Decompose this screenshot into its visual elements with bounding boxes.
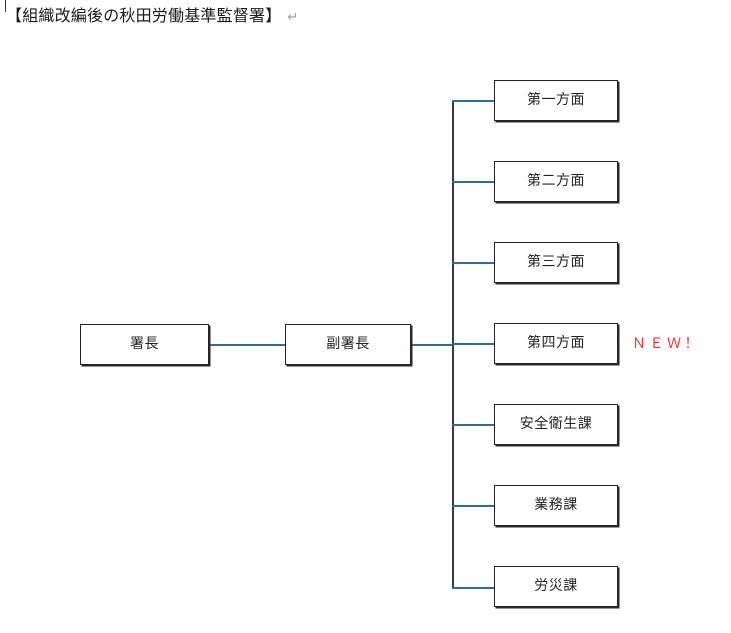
branch-line-1 (452, 100, 494, 102)
node-label: 第四方面 (527, 335, 585, 351)
node-deputy-chief[interactable]: 副署長 (285, 324, 411, 365)
connector-chief-to-deputy (209, 344, 285, 346)
new-badge: ＮＥＷ！ (632, 335, 702, 351)
page-title-text: 【組織改編後の秋田労働基準監督署】 (6, 8, 282, 25)
connector-deputy-to-trunk (411, 344, 454, 346)
node-division-2[interactable]: 第二方面 (494, 161, 618, 202)
node-label: 第二方面 (527, 173, 585, 189)
node-label: 署長 (130, 336, 159, 352)
node-division-3[interactable]: 第三方面 (494, 242, 618, 283)
node-label: 安全衛生課 (519, 416, 593, 432)
node-chief[interactable]: 署長 (80, 324, 209, 365)
branch-line-7 (452, 587, 494, 589)
node-label: 副署長 (326, 336, 370, 352)
text-caret (5, 0, 6, 12)
branch-line-3 (452, 262, 494, 264)
node-division-6[interactable]: 業務課 (494, 485, 618, 526)
page-title: 【組織改編後の秋田労働基準監督署】 ↵ (6, 7, 298, 28)
paragraph-mark-icon: ↵ (287, 10, 299, 25)
branch-line-5 (452, 424, 494, 426)
node-division-7[interactable]: 労災課 (494, 566, 618, 607)
node-division-4[interactable]: 第四方面 (494, 323, 618, 364)
branch-line-2 (452, 181, 494, 183)
node-label: 業務課 (534, 497, 578, 513)
node-division-5[interactable]: 安全衛生課 (494, 404, 618, 445)
node-label: 第一方面 (527, 92, 585, 108)
branch-line-6 (452, 505, 494, 507)
node-label: 労災課 (534, 578, 578, 594)
node-label: 第三方面 (527, 254, 585, 270)
branch-line-4 (452, 343, 494, 345)
node-division-1[interactable]: 第一方面 (494, 80, 618, 121)
